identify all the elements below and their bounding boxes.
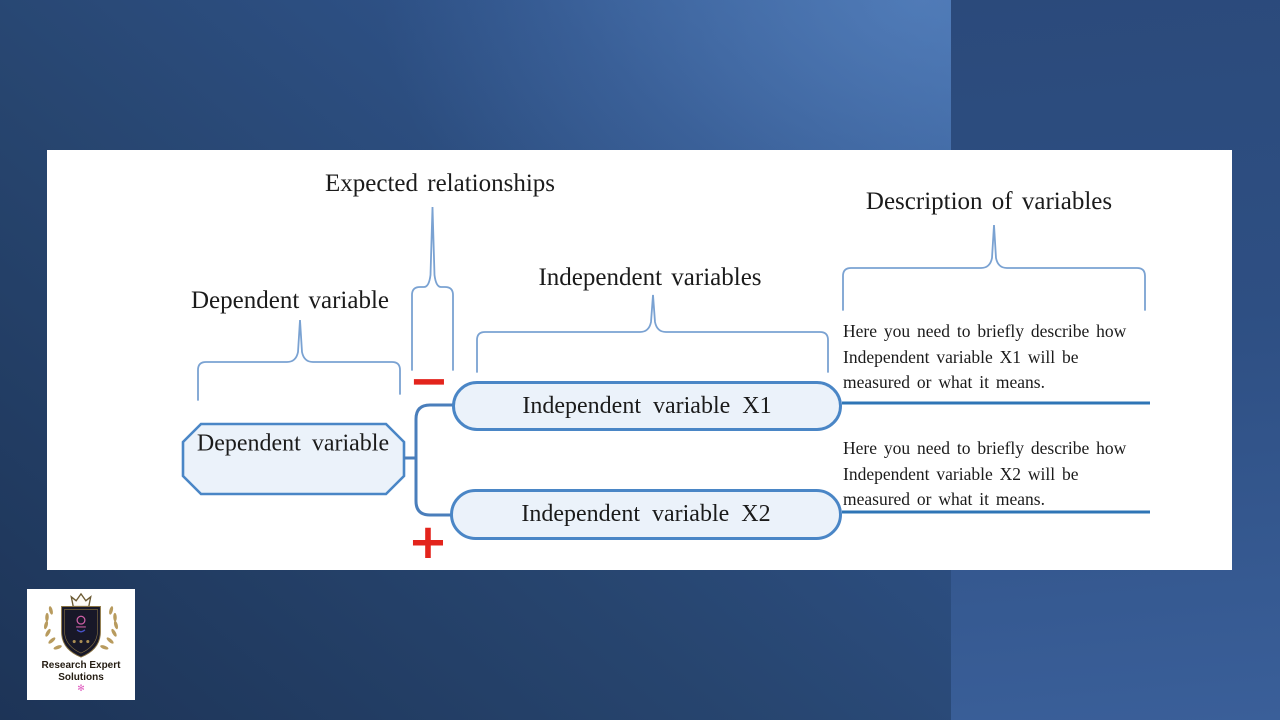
dependent-variable-brace (197, 319, 401, 401)
description-x2-text: Here you need to briefly describe how In… (843, 436, 1163, 513)
desc-line: Here you need to briefly describe how (843, 321, 1127, 341)
desc-line: measured or what it means. (843, 489, 1045, 509)
description-of-variables-label: Description of variables (865, 188, 1113, 215)
shield-crest-icon (43, 592, 119, 658)
expected-relationships-brace (411, 206, 454, 371)
diagram-shapes (181, 206, 1150, 517)
dependent-variable-box-label: Dependent variable (196, 430, 390, 457)
research-expert-solutions-logo: Research Expert Solutions ✻ (27, 589, 135, 700)
logo-text-line1: Research Expert (41, 660, 121, 671)
x1-box-label: Independent variable X1 (522, 392, 772, 419)
x2-box-label: Independent variable X2 (521, 501, 771, 527)
logo-text-line2: Solutions (58, 672, 104, 683)
independent-variables-label: Independent variables (538, 264, 762, 291)
desc-line: Independent variable X1 will be (843, 346, 1079, 367)
independent-variables-brace (476, 294, 829, 373)
dependent-variable-label: Dependent variable (190, 287, 390, 314)
description-of-variables-brace (842, 224, 1146, 311)
dependent-variable-box (181, 422, 406, 496)
connector-trunk (414, 403, 454, 517)
desc-line: Here you need to briefly describe how (843, 438, 1127, 458)
desc-line: Independent variable X2 will be (843, 463, 1079, 484)
independent-variable-x2-box: Independent variable X2 (450, 489, 842, 540)
independent-variable-x1-box: Independent variable X1 (452, 381, 842, 431)
logo-flower-mark: ✻ (77, 683, 85, 693)
expected-relationships-label: Expected relationships (324, 170, 556, 197)
desc-line: measured or what it means. (843, 372, 1045, 392)
diagram-panel: Dependent variable Expected relationship… (47, 150, 1232, 570)
description-x1-text: Here you need to briefly describe how In… (843, 319, 1163, 396)
